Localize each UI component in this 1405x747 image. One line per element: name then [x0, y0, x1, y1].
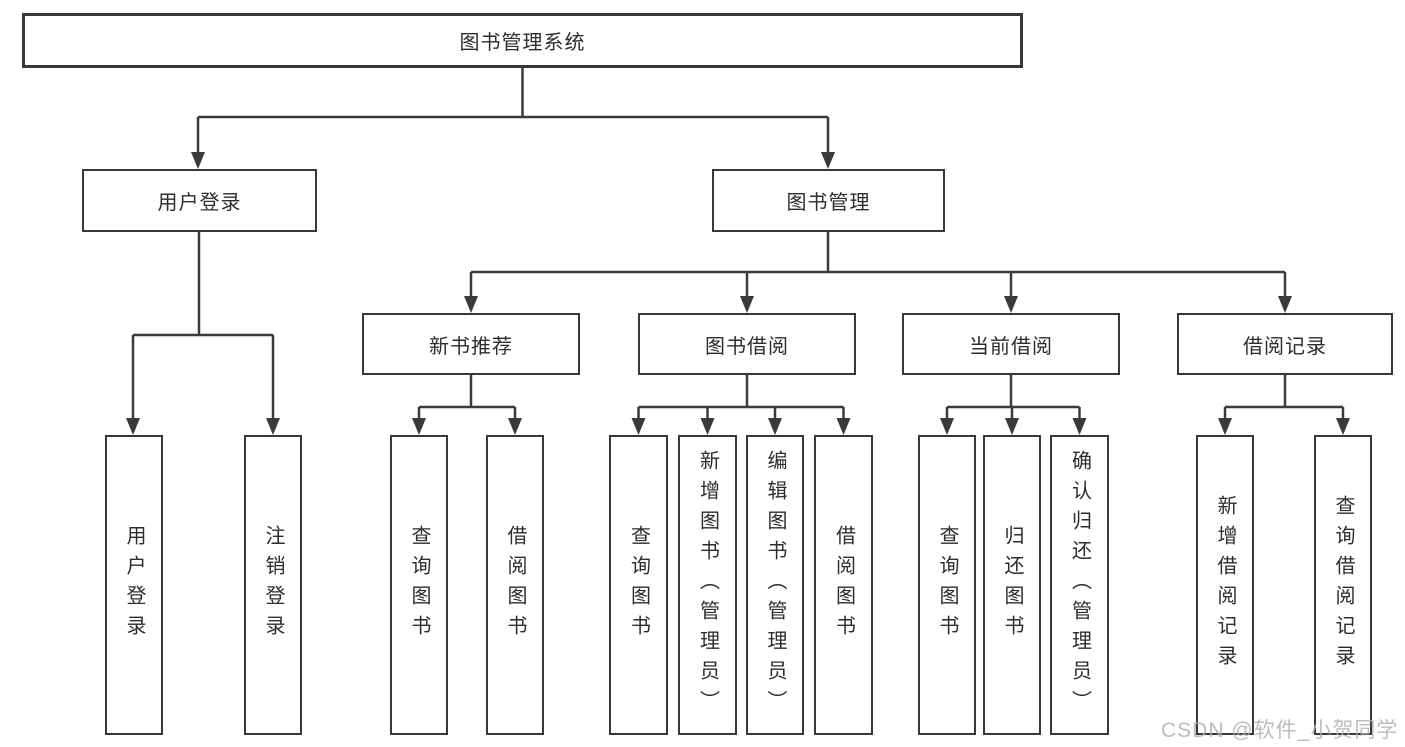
leaf-borrow-books-recommend: 借阅图书: [486, 435, 544, 735]
leaf-label: 归还图书: [1001, 525, 1023, 645]
leaf-logout-login: 注销登录: [244, 435, 302, 735]
connector-lines: [131, 68, 1345, 420]
node-library-management-system: 图书管理系统: [22, 13, 1023, 68]
arrowheads: [126, 152, 1350, 435]
leaf-confirm-return-admin: 确认归还（管理员）: [1050, 435, 1109, 735]
leaf-label: 新增图书（管理员）: [696, 450, 719, 720]
node-user-login-branch: 用户登录: [82, 169, 317, 232]
leaf-query-borrow-record: 查询借阅记录: [1314, 435, 1372, 735]
leaf-query-books-borrowing: 查询图书: [609, 435, 668, 735]
leaf-borrow-books: 借阅图书: [814, 435, 873, 735]
leaf-add-books-admin: 新增图书（管理员）: [678, 435, 737, 735]
node-book-borrowing: 图书借阅: [638, 313, 856, 375]
node-current-borrowing: 当前借阅: [902, 313, 1120, 375]
leaf-label: 查询借阅记录: [1332, 495, 1354, 675]
node-borrow-records: 借阅记录: [1177, 313, 1393, 375]
csdn-watermark: CSDN @软件_小贺同学: [1161, 719, 1399, 742]
leaf-query-books-current: 查询图书: [918, 435, 976, 735]
leaf-label: 查询图书: [936, 525, 958, 645]
leaf-edit-books-admin: 编辑图书（管理员）: [746, 435, 804, 735]
node-book-management: 图书管理: [712, 169, 945, 232]
leaf-add-borrow-record: 新增借阅记录: [1196, 435, 1254, 735]
leaf-label: 新增借阅记录: [1214, 495, 1236, 675]
leaf-return-books: 归还图书: [983, 435, 1041, 735]
leaf-label: 编辑图书（管理员）: [764, 450, 786, 720]
leaf-query-books-recommend: 查询图书: [390, 435, 448, 735]
leaf-label: 借阅图书: [504, 525, 526, 645]
leaf-label: 注销登录: [262, 525, 284, 645]
leaf-user-login: 用户登录: [105, 435, 163, 735]
node-new-book-recommend: 新书推荐: [362, 313, 580, 375]
leaf-label: 查询图书: [408, 525, 430, 645]
leaf-label: 用户登录: [123, 525, 145, 645]
leaf-label: 确认归还（管理员）: [1068, 450, 1091, 720]
leaf-label: 查询图书: [627, 525, 650, 645]
leaf-label: 借阅图书: [832, 525, 855, 645]
